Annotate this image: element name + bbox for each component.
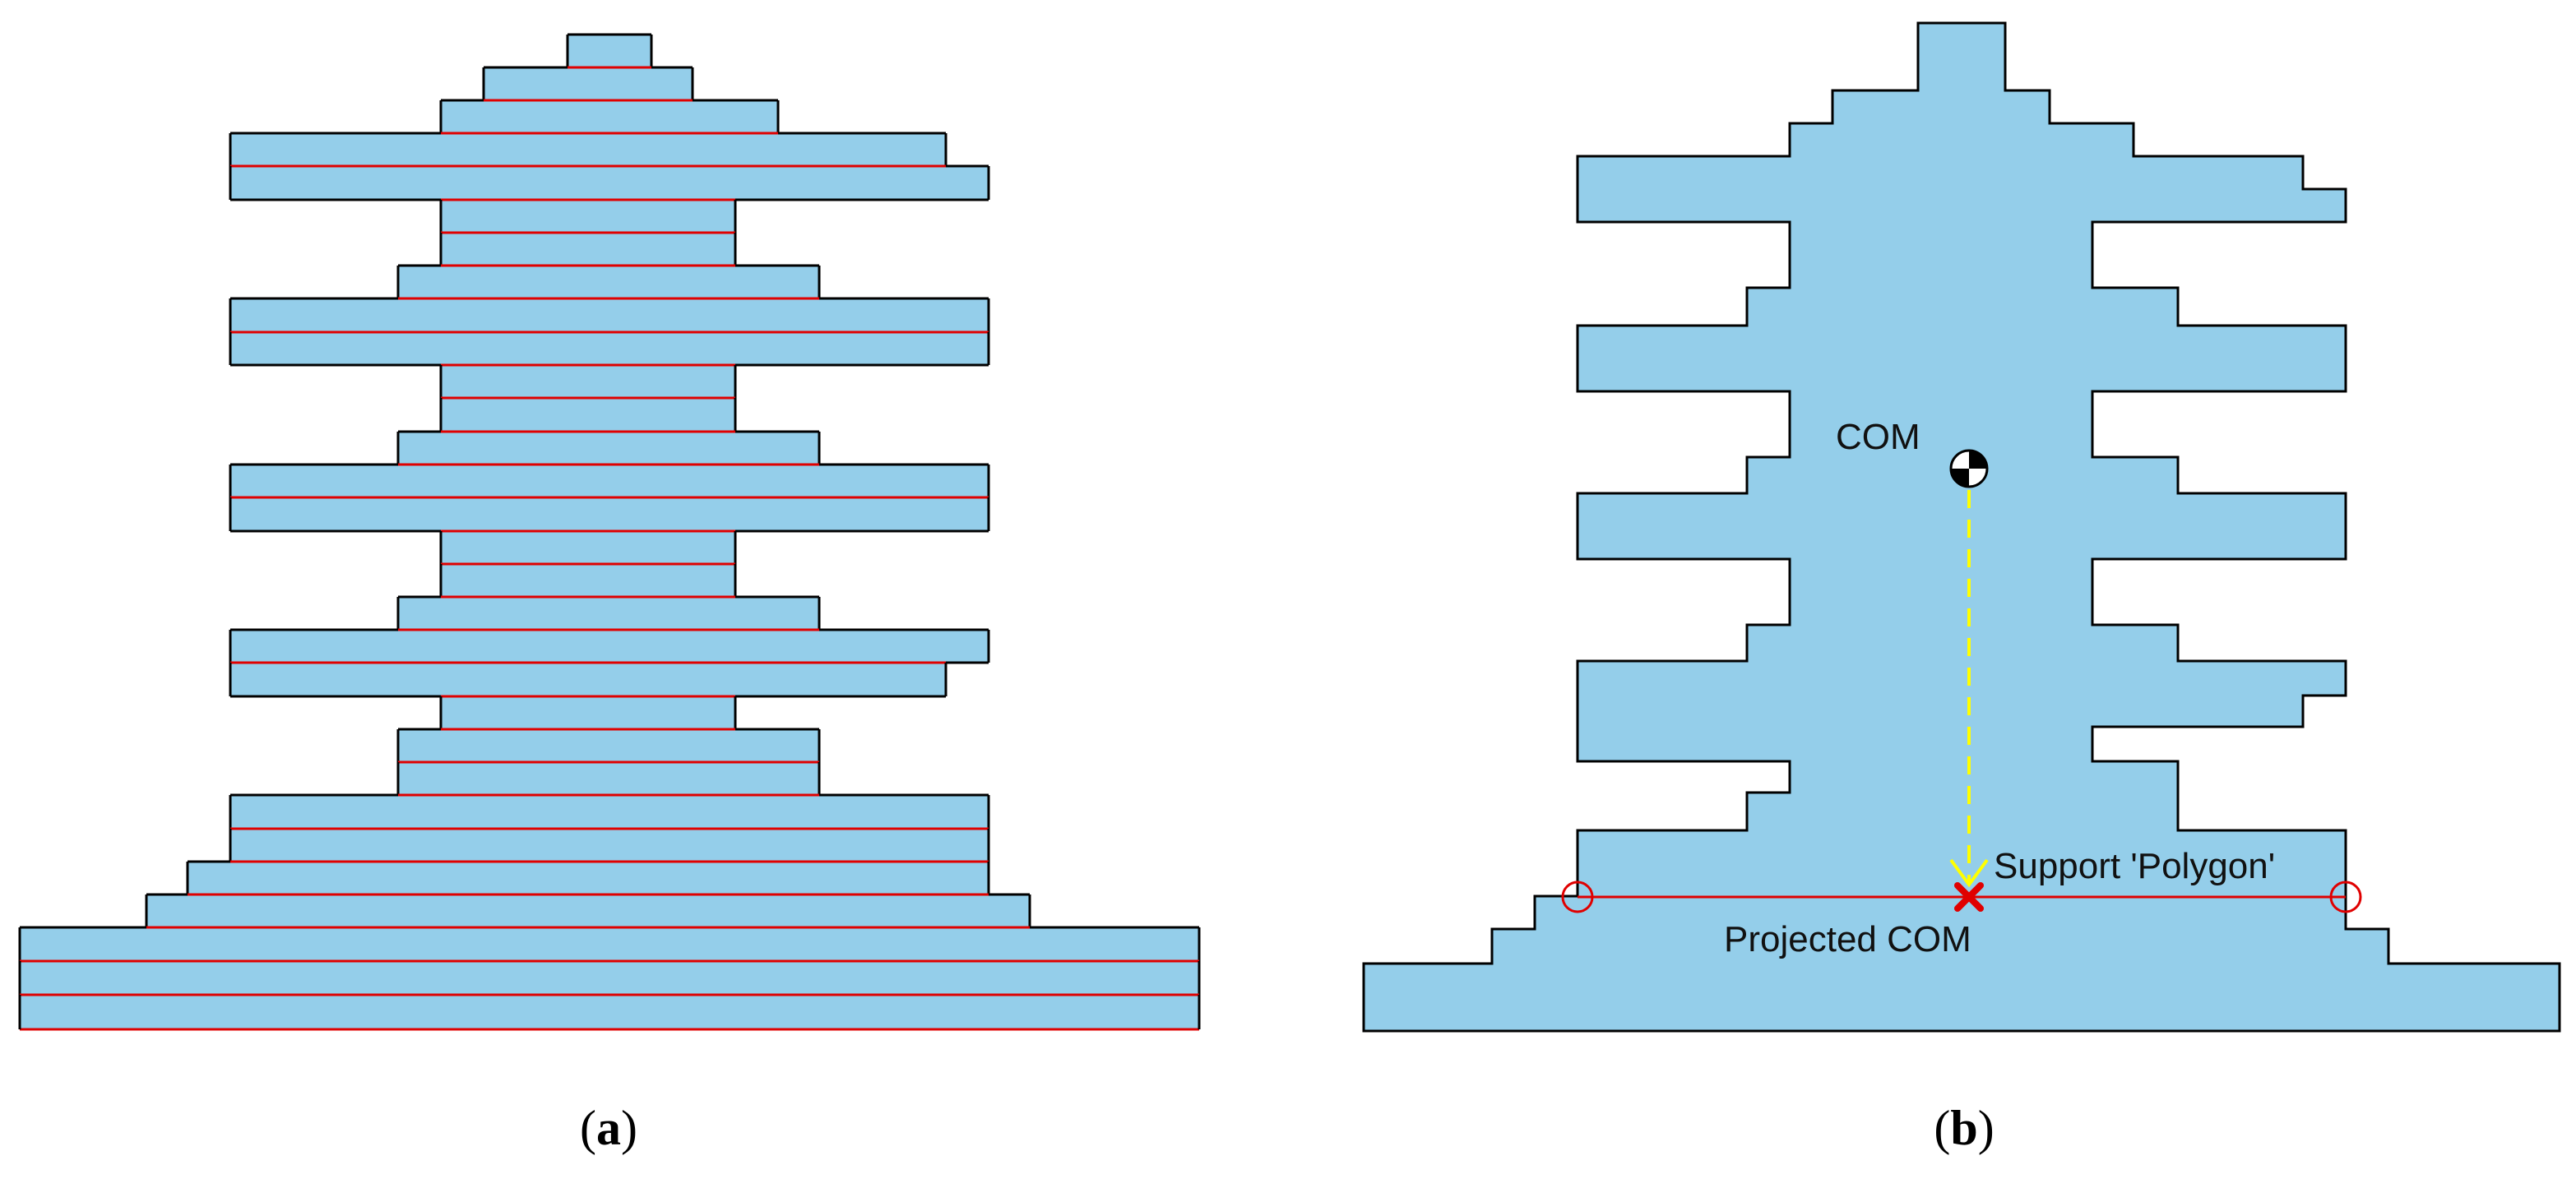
layer-band-4 bbox=[230, 133, 946, 166]
layer-band-11 bbox=[441, 365, 735, 398]
layer-band-28 bbox=[20, 927, 1199, 961]
support-edge-circle-icon bbox=[2329, 881, 2362, 913]
layer-band-24 bbox=[230, 795, 989, 829]
layer-band-2 bbox=[484, 67, 693, 100]
layer-band-8 bbox=[398, 266, 819, 298]
merged-part-outline bbox=[1362, 21, 2561, 1033]
layer-band-7 bbox=[441, 233, 735, 266]
layer-band-15 bbox=[230, 497, 989, 531]
com-projection-arrowhead bbox=[1949, 858, 1989, 888]
projected-com-label: Projected COM bbox=[1724, 919, 1971, 959]
layer-band-25 bbox=[230, 829, 989, 862]
layer-band-19 bbox=[230, 630, 989, 663]
layer-band-12 bbox=[441, 398, 735, 432]
layer-band-22 bbox=[398, 729, 819, 762]
panel-b-caption: (b) bbox=[1934, 1101, 1994, 1155]
layer-band-10 bbox=[230, 332, 989, 365]
layer-band-26 bbox=[188, 862, 989, 894]
layer-band-6 bbox=[441, 200, 735, 233]
layer-band-9 bbox=[230, 298, 989, 332]
layer-band-17 bbox=[441, 564, 735, 597]
layer-band-29 bbox=[20, 961, 1199, 995]
layer-band-23 bbox=[398, 762, 819, 795]
layer-band-27 bbox=[146, 894, 1030, 927]
center-of-mass-icon bbox=[1949, 449, 1989, 488]
panel-a-layer-stack bbox=[18, 33, 1201, 1031]
layer-band-14 bbox=[230, 465, 989, 497]
layer-band-13 bbox=[398, 432, 819, 465]
support-polygon-label: Support 'Polygon' bbox=[1994, 846, 2275, 886]
layer-band-1 bbox=[568, 35, 651, 67]
panel-a-caption: (a) bbox=[580, 1101, 637, 1155]
layer-band-3 bbox=[441, 100, 778, 133]
layer-band-5 bbox=[230, 166, 989, 200]
layer-band-30 bbox=[20, 995, 1199, 1029]
layer-band-20 bbox=[230, 663, 946, 696]
layer-band-21 bbox=[441, 696, 735, 729]
com-label: COM bbox=[1836, 417, 1920, 457]
layer-band-16 bbox=[441, 531, 735, 564]
projected-com-x-icon bbox=[1954, 882, 1984, 912]
layer-band-18 bbox=[398, 597, 819, 630]
support-edge-circle-icon bbox=[1561, 881, 1594, 913]
panel-b-outline-diagram: COM Support 'Polygon' Projected COM bbox=[1362, 21, 2561, 1033]
